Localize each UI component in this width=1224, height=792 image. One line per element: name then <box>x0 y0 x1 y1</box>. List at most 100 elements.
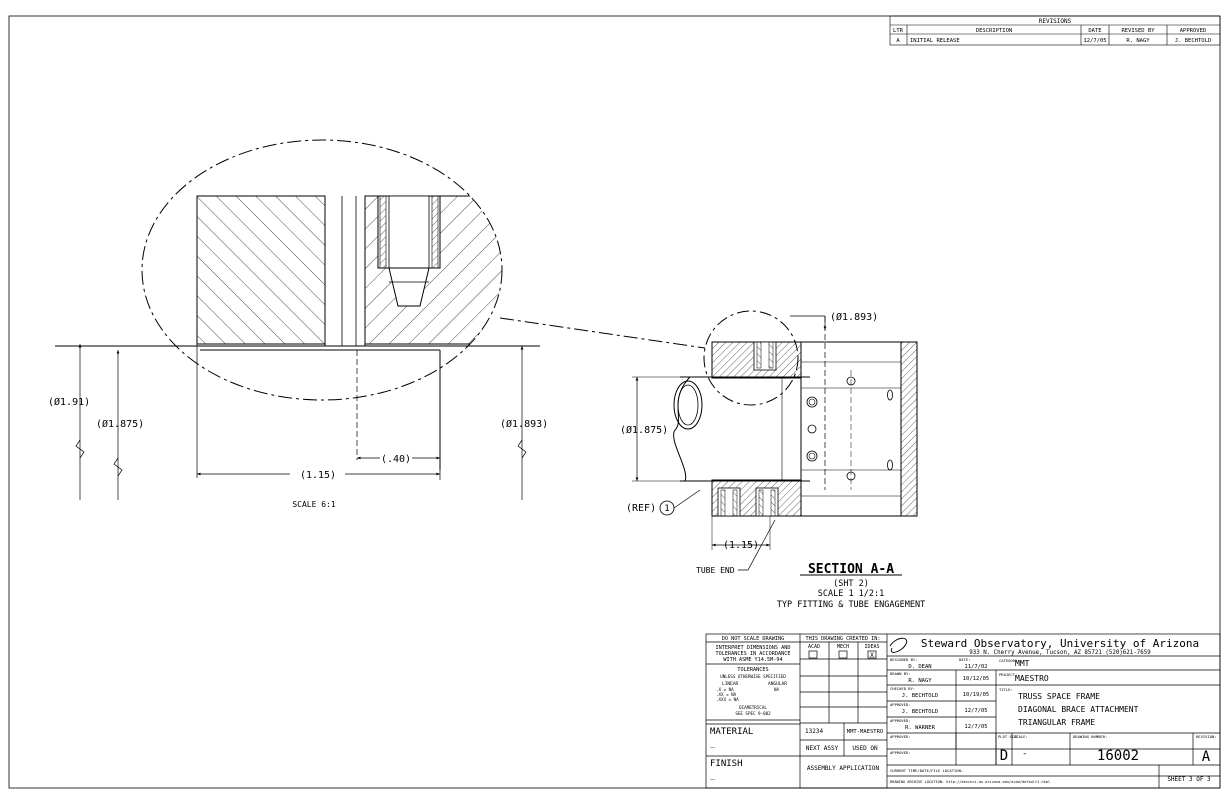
category-label: CATEGORY: <box>999 658 1020 663</box>
date-label: DATE: <box>959 657 970 662</box>
assembly-application: ASSEMBLY APPLICATION <box>807 765 880 772</box>
used-on-value: MMT-MAESTRO <box>847 729 883 735</box>
see-spec-label: SEE SPEC 9-002 <box>735 711 771 716</box>
title-label: TITLE: <box>999 687 1013 692</box>
interpret-line-2: TOLERANCES IN ACCORDANCE <box>716 651 791 657</box>
rev-col-description: DESCRIPTION <box>976 28 1012 34</box>
tolerances-linear: LINEAR <box>722 681 739 687</box>
checked-date: 10/19/05 <box>963 692 990 698</box>
tolerances-unless: UNLESS OTHERWISE SPECIFIED <box>720 674 786 679</box>
section-view <box>632 310 918 576</box>
rev-row-revised-by: R. NAGY <box>1126 38 1150 44</box>
sheet-border <box>8 15 1221 789</box>
detail-view <box>55 139 706 500</box>
tolerance-xx: .XX = NA <box>716 692 737 697</box>
detail-scale-label: SCALE 6:1 <box>292 500 336 509</box>
drawn-date: 10/12/05 <box>963 676 990 682</box>
approved-1-date: 12/7/05 <box>964 708 987 714</box>
designed-date: 11/7/02 <box>964 664 987 670</box>
tolerance-xxx: .XXX = NA <box>716 697 739 702</box>
revisions-table <box>889 15 1221 46</box>
tolerances-angular: ANGULAR <box>768 681 787 687</box>
detail-dim-len-40: (.40) <box>381 454 411 465</box>
section-dim-len-115: (1.15) <box>723 540 759 551</box>
steward-logo <box>889 637 908 653</box>
tolerances-heading: TOLERANCES <box>737 667 768 673</box>
tolerance-angular-value: NA <box>774 687 780 692</box>
created-ideas: IDEAS <box>864 644 879 650</box>
plot-size-value: D <box>1000 748 1008 764</box>
detail-circle <box>141 139 503 401</box>
scale-value: - <box>1022 749 1027 759</box>
finish-value: _ <box>710 771 715 780</box>
rev-col-approved: APPROVED <box>1180 28 1207 34</box>
detail-left-block <box>196 195 326 345</box>
rev-row-approved: J. BECHTOLD <box>1175 38 1211 44</box>
plot-size-label: PLOT SIZE <box>998 734 1019 739</box>
section-dim-dia-1893: (Ø1.893) <box>830 311 878 323</box>
approved-1-label: APPROVED: <box>890 702 911 707</box>
revisions-heading: REVISIONS <box>1039 18 1072 25</box>
section-scale: SCALE 1 1/2:1 <box>818 589 885 599</box>
material-label: MATERIAL <box>710 727 753 737</box>
material-value: _ <box>710 739 715 748</box>
designed-by-label: DESIGNED BY: <box>890 657 917 662</box>
section-balloon-number: 1 <box>664 504 669 514</box>
interpret-line-1: INTERPRET DIMENSIONS AND <box>716 645 791 651</box>
rev-row-date: 12/7/05 <box>1083 38 1106 44</box>
next-assy-label: NEXT ASSY <box>806 745 839 752</box>
created-acad: ACAD <box>808 644 820 650</box>
drawing-number: 16002 <box>1097 748 1139 764</box>
current-time-label: CURRENT TIME/DATE/FILE LOCATION: <box>890 768 963 773</box>
next-assy-number: 13234 <box>805 728 823 735</box>
created-in-label: THIS DRAWING CREATED IN: <box>806 636 881 642</box>
detail-dim-dia-1893: (Ø1.893) <box>500 418 548 430</box>
approved-2: R. WARNER <box>905 725 935 731</box>
finish-label: FINISH <box>710 759 743 769</box>
section-sheet-ref: (SHT 2) <box>833 579 869 589</box>
category-value: MMT <box>1015 659 1030 668</box>
tolerance-x: .X = NA <box>716 687 734 692</box>
archive-location: DRAWING ARCHIVE LOCATION: http://devinci… <box>890 780 1050 784</box>
section-title: SECTION A-A <box>808 562 894 577</box>
approved-2-label: APPROVED: <box>890 718 911 723</box>
drawn-by-label: DRAWN BY: <box>890 671 911 676</box>
approved-4-label: APPROVED: <box>890 750 911 755</box>
approved-2-date: 12/7/05 <box>964 724 987 730</box>
rev-row-ltr: A <box>896 38 900 44</box>
project-label: PROJECT: <box>999 672 1017 677</box>
rev-col-date: DATE <box>1088 28 1101 34</box>
used-on-label: USED ON <box>852 745 878 752</box>
section-ref-label: (REF) <box>626 503 656 514</box>
project-value: MAESTRO <box>1015 674 1049 683</box>
detail-dim-dia-1875: (Ø1.875) <box>96 418 144 430</box>
interpret-line-3: WITH ASME Y14.5M-94 <box>723 657 782 663</box>
do-not-scale: DO NOT SCALE DRAWING <box>722 636 784 642</box>
detail-dim-dia-191: (Ø1.91) <box>48 396 90 408</box>
drawn-by: R. NAGY <box>908 678 932 684</box>
created-ideas-mark: X <box>870 651 874 659</box>
checked-by: J. BECHTOLD <box>902 693 938 699</box>
rev-row-description: INITIAL RELEASE <box>910 38 960 44</box>
tube-end-ellipse <box>673 380 703 430</box>
approved-3-label: APPROVED: <box>890 734 911 739</box>
section-detail-circle <box>703 310 799 406</box>
drawing-number-label: DRAWING NUMBER: <box>1073 734 1107 739</box>
scale-label: SCALE: <box>1014 734 1028 739</box>
rev-col-revised-by: REVISED BY <box>1121 28 1155 34</box>
section-dim-dia-1875: (Ø1.875) <box>620 424 668 436</box>
revision-value: A <box>1202 749 1211 765</box>
detail-dim-len-115: (1.15) <box>300 470 336 481</box>
organization-name: Steward Observatory, University of Arizo… <box>921 637 1199 650</box>
created-mech: MECH <box>837 644 849 650</box>
checked-by-label: CHECKED BY: <box>890 686 915 691</box>
sheet-number: SHEET 3 OF 3 <box>1167 776 1211 783</box>
approved-1: J. BECHTOLD <box>902 709 938 715</box>
tube-end-label: TUBE END <box>696 566 735 575</box>
section-caption: TYP FITTING & TUBE ENGAGEMENT <box>777 600 925 610</box>
title-line-2: DIAGONAL BRACE ATTACHMENT <box>1018 705 1139 714</box>
title-block-grid <box>705 633 1221 789</box>
title-line-1: TRUSS SPACE FRAME <box>1018 692 1100 701</box>
organization-address: 933 N. Cherry Avenue, Tucson, AZ 85721 (… <box>969 650 1151 656</box>
